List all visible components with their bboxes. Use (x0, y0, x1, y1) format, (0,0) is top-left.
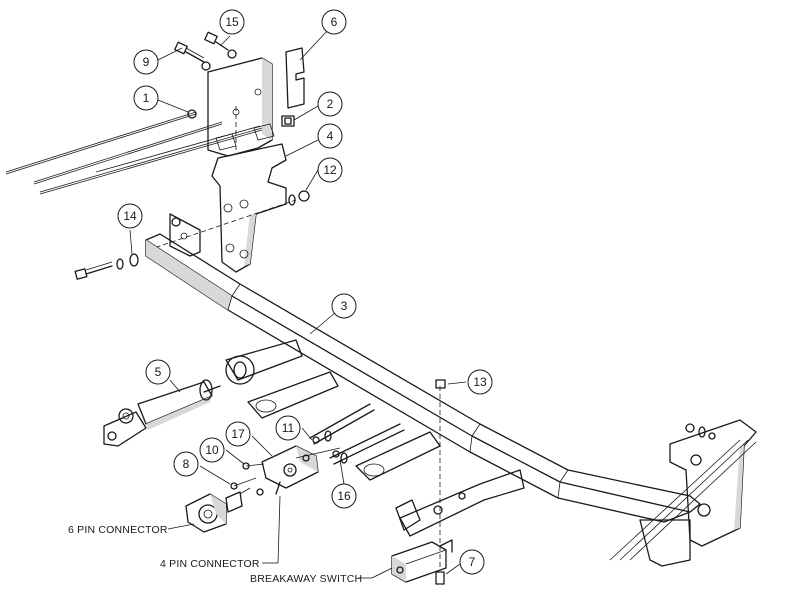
breakaway-switch-label: BREAKAWAY SWITCH (250, 573, 362, 585)
balloon-13: 13 (467, 369, 493, 395)
balloon-7: 7 (459, 549, 485, 575)
right-mount-bracket (609, 419, 757, 567)
bolt-13 (435, 379, 446, 585)
upper-bracket (207, 57, 287, 273)
cylinder-assembly (103, 379, 221, 447)
six-pin-connector (185, 487, 251, 533)
svg-text:12: 12 (323, 163, 337, 177)
four-pin-connector-assembly (230, 430, 348, 496)
svg-text:13: 13 (473, 375, 487, 389)
svg-text:8: 8 (183, 457, 190, 471)
nut-2 (281, 115, 295, 127)
nut-12 (288, 190, 310, 206)
bolt-14 (74, 253, 139, 280)
balloon-14: 14 (117, 203, 143, 229)
balloon-16: 16 (331, 483, 357, 509)
four-pin-connector-label: 4 PIN CONNECTOR (160, 558, 260, 570)
svg-text:16: 16 (337, 489, 351, 503)
svg-text:6: 6 (331, 15, 338, 29)
tow-cables (5, 111, 263, 195)
lower-receiver-arm (395, 469, 525, 537)
balloon-8: 8 (173, 451, 199, 477)
svg-text:2: 2 (327, 97, 334, 111)
balloon-5: 5 (145, 359, 171, 385)
balloon-10: 10 (199, 437, 225, 463)
balloon-4: 4 (317, 123, 343, 149)
balloon-15: 15 (219, 9, 245, 35)
svg-text:17: 17 (231, 427, 245, 441)
balloon-1: 1 (133, 85, 159, 111)
breakaway-switch (391, 539, 453, 583)
balloon-2: 2 (317, 91, 343, 117)
bolt-15 (204, 31, 237, 59)
balloon-6: 6 (321, 9, 347, 35)
shim-plate (285, 47, 305, 109)
svg-text:1: 1 (143, 91, 150, 105)
item-balloons: 15 6 9 1 2 4 12 14 3 5 13 11 17 10 8 16 … (117, 9, 493, 575)
balloon-9: 9 (133, 49, 159, 75)
crossbar-tabs (225, 339, 441, 481)
six-pin-connector-label: 6 PIN CONNECTOR (68, 524, 168, 536)
bolt-9 (174, 41, 211, 71)
balloon-17: 17 (225, 421, 251, 447)
svg-text:9: 9 (143, 55, 150, 69)
svg-text:7: 7 (469, 555, 476, 569)
svg-text:14: 14 (123, 209, 137, 223)
svg-text:15: 15 (225, 15, 239, 29)
main-crossbar (145, 213, 701, 523)
svg-text:3: 3 (341, 299, 348, 313)
balloon-11: 11 (275, 415, 301, 441)
svg-text:5: 5 (155, 365, 162, 379)
balloon-3: 3 (331, 293, 357, 319)
svg-text:4: 4 (327, 129, 334, 143)
leader-lines (129, 29, 467, 579)
balloon-12: 12 (317, 157, 343, 183)
svg-text:11: 11 (282, 421, 295, 435)
svg-text:10: 10 (205, 443, 219, 457)
